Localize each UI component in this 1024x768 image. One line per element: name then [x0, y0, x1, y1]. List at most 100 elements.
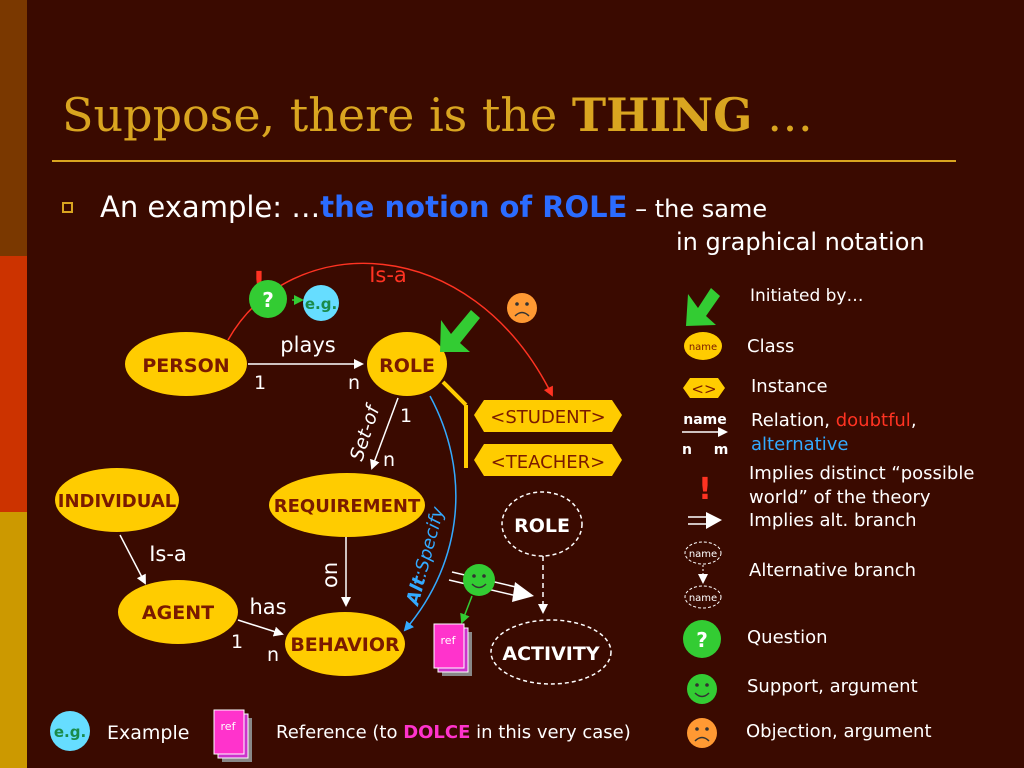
question-icon	[249, 280, 287, 318]
title-prefix: Suppose, there is the	[62, 88, 572, 142]
node-individual-label: INDIVIDUAL	[58, 491, 176, 512]
footer-example-icon-label: e.g.	[54, 723, 86, 741]
legend-alt-icon-bottom	[684, 585, 722, 609]
legend-class-icon-label: name	[689, 342, 717, 353]
objection-icon	[507, 293, 537, 323]
has-edge	[237, 619, 284, 637]
legend-relation: Relation, doubtful,	[751, 410, 917, 431]
sidebar-stripe-top	[0, 0, 27, 256]
role-instance-connector	[441, 380, 468, 407]
legend-initiated-by: Initiated by…	[750, 286, 864, 306]
plays-label: plays	[280, 333, 335, 357]
legend-alt-icon-top	[684, 541, 722, 565]
footer-reference: Reference (to DOLCE in this very case)	[276, 722, 631, 743]
sidebar-stripe-middle	[0, 256, 27, 512]
title-suffix: …	[752, 88, 814, 142]
legend-implies-line-2: world” of the theory	[749, 487, 931, 508]
node-agent	[118, 580, 238, 644]
node-role-label: ROLE	[379, 355, 435, 377]
plays-from-cardinality: 1	[254, 372, 266, 394]
legend-instance: Instance	[751, 376, 828, 397]
footer-dolce: DOLCE	[403, 722, 471, 743]
bullet-prefix: An example: …	[100, 190, 321, 224]
node-agent-label: AGENT	[142, 602, 214, 624]
instance-student	[474, 400, 622, 432]
bullet-line-2: in graphical notation	[676, 228, 925, 256]
node-role	[367, 332, 447, 396]
set-of-to-cardinality: n	[383, 449, 395, 471]
title-bold: THING	[571, 88, 753, 142]
legend-alt-branch-arrow-icon	[688, 512, 722, 529]
node-requirement	[269, 473, 425, 537]
alt-branch-arrowhead	[512, 582, 534, 602]
legend-relation-name: name	[683, 412, 727, 428]
footer-reference-icon-label: ref	[221, 720, 237, 733]
reference-icon: ref	[433, 623, 472, 676]
node-person-label: PERSON	[142, 355, 229, 377]
legend-relation-prefix: Relation,	[751, 410, 836, 431]
node-individual	[55, 468, 179, 532]
legend-support: Support, argument	[747, 676, 918, 697]
is-a-top-label: Is-a	[369, 263, 407, 287]
footer-example-icon	[50, 711, 90, 751]
node-behavior	[285, 612, 405, 676]
legend-relation-n: n	[682, 442, 692, 458]
legend-alternative-branch: Alternative branch	[749, 560, 917, 581]
example-icon-label: e.g.	[305, 295, 337, 313]
slide-title: Suppose, there is the THING …	[62, 88, 813, 142]
legend-class: Class	[747, 336, 795, 357]
legend-relation-doubtful: doubtful	[835, 410, 911, 431]
has-label: has	[249, 595, 286, 619]
footer-reference-icon: ref	[213, 709, 252, 762]
footer-reference-prefix: Reference (to	[276, 722, 404, 743]
sidebar-stripe-bottom	[0, 512, 27, 768]
legend-question: Question	[747, 627, 828, 648]
footer-reference-suffix: in this very case)	[470, 722, 631, 743]
support-icon	[463, 564, 495, 596]
instance-student-label: <STUDENT>	[490, 407, 605, 428]
instance-teacher	[474, 444, 622, 476]
legend-implies-icon: !	[698, 472, 712, 507]
legend-objection: Objection, argument	[746, 721, 932, 742]
on-label: on	[318, 562, 342, 588]
legend-relation-comma: ,	[910, 410, 917, 431]
node-activity-label: ACTIVITY	[502, 643, 599, 665]
node-activity	[490, 619, 612, 685]
initiated-by-arrow-icon	[440, 310, 480, 352]
is-a-left-label: Is-a	[149, 542, 187, 566]
instance-teacher-label: <TEACHER>	[491, 452, 606, 473]
question-icon-label: ?	[262, 288, 274, 312]
legend-class-icon	[684, 332, 722, 360]
node-role-alternative	[501, 491, 583, 557]
legend-relation-m: m	[714, 442, 729, 458]
has-to-cardinality: n	[267, 644, 279, 666]
set-of-from-cardinality: 1	[400, 405, 412, 427]
support-ref-link	[460, 595, 473, 624]
node-requirement-label: REQUIREMENT	[274, 496, 421, 517]
node-behavior-label: BEHAVIOR	[290, 634, 400, 656]
legend-initiated-by-icon	[686, 288, 720, 326]
is-a-left-edge	[119, 534, 146, 585]
bullet-accent: the notion of ROLE	[320, 190, 628, 224]
node-person	[125, 332, 247, 396]
legend-implies-line-1: Implies distinct “possible	[749, 463, 975, 484]
has-from-cardinality: 1	[231, 631, 243, 653]
plays-to-cardinality: n	[348, 372, 360, 394]
legend-support-icon	[687, 674, 717, 704]
bullet-square-icon	[62, 202, 73, 213]
set-of-edge	[370, 397, 399, 470]
set-of-label: Set-of	[346, 400, 385, 464]
bullet-suffix: – the same	[627, 195, 768, 223]
legend-question-icon-label: ?	[696, 628, 708, 652]
title-divider	[52, 160, 956, 162]
bullet-text: An example: …the notion of ROLE – the sa…	[100, 190, 767, 224]
legend-alt-icon-top-label: name	[689, 549, 717, 560]
legend-instance-icon	[683, 378, 725, 398]
node-role-alternative-label: ROLE	[514, 515, 570, 537]
legend-instance-icon-label: <>	[691, 380, 716, 398]
alt-specify-edge	[403, 395, 457, 632]
reference-icon-label: ref	[441, 634, 457, 647]
example-icon	[303, 285, 339, 321]
legend-question-icon	[683, 620, 721, 658]
